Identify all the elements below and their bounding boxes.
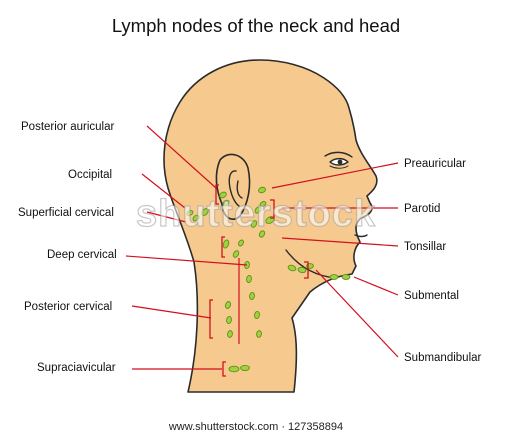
tonsillar-node — [258, 230, 266, 238]
eye — [324, 151, 353, 169]
watermark: shutterstock — [136, 193, 376, 235]
posterior-cervical-node — [227, 330, 233, 338]
deep-cervical-node — [256, 330, 262, 338]
label-posterior-auricular: Posterior auricular — [21, 121, 114, 133]
supraclavicular-node — [228, 365, 240, 373]
occipital-node — [186, 210, 194, 216]
label-submental: Submental — [404, 290, 459, 302]
group-brackets — [209, 184, 309, 377]
label-tonsillar: Tonsillar — [404, 241, 446, 253]
diagram-title: Lymph nodes of the neck and head — [112, 15, 400, 36]
label-superficial-cervical: Superficial cervical — [18, 207, 114, 219]
parotid-node — [250, 220, 258, 228]
submandibular-node — [287, 264, 297, 272]
label-occipital: Occipital — [68, 169, 112, 181]
deep-cervical-node — [246, 274, 252, 284]
deep-cervical-node — [254, 310, 260, 320]
label-preauricular: Preauricular — [404, 158, 466, 170]
parotid-node — [259, 201, 267, 207]
mouth-line — [354, 234, 368, 238]
occipital-node — [192, 214, 200, 222]
head-outline — [163, 59, 378, 393]
submental-node — [341, 274, 351, 280]
leader-lines — [125, 125, 399, 370]
label-parotid: Parotid — [404, 203, 440, 215]
footer-credit: www.shutterstock.com · 127358894 — [168, 421, 343, 433]
posterior-auricular-node — [219, 191, 227, 199]
preauricular-node — [258, 186, 266, 194]
superficial-cervical-node — [232, 250, 240, 258]
label-deep-cervical: Deep cervical — [47, 249, 117, 261]
posterior-auricular-node — [222, 199, 230, 207]
posterior-cervical-node — [226, 315, 232, 325]
superficial-cervical-node — [222, 239, 230, 249]
deep-cervical-node — [249, 291, 255, 301]
label-submandibular: Submandibular — [404, 352, 482, 364]
occipital-node — [201, 208, 209, 216]
submandibular-node — [297, 266, 307, 274]
label-posterior-cervical: Posterior cervical — [24, 301, 112, 313]
deep-cervical-node — [238, 239, 244, 247]
posterior-cervical-node — [224, 301, 232, 309]
submental-node — [329, 274, 339, 280]
parotid-node — [254, 206, 262, 214]
label-supraclavicular: Supraciavicular — [37, 362, 116, 374]
supraclavicular-node — [240, 364, 250, 372]
